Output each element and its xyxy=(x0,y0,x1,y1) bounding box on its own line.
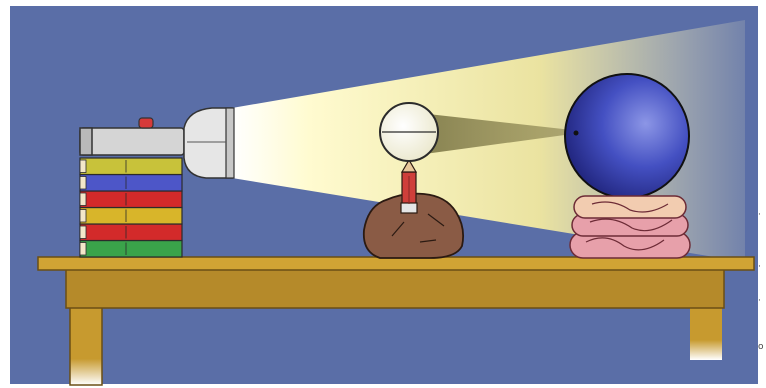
flashlight xyxy=(79,107,235,179)
book xyxy=(79,206,183,225)
book xyxy=(79,223,183,242)
edge-mark-1: · xyxy=(758,210,761,220)
moon-shadow-spot xyxy=(573,130,579,136)
cushion-stack xyxy=(569,195,691,259)
earth-ball xyxy=(564,73,690,199)
book-spine xyxy=(79,192,87,206)
flashlight-switch xyxy=(138,117,154,129)
book-spine xyxy=(79,176,87,190)
earth-model xyxy=(564,73,690,199)
flashlight-end-cap xyxy=(79,127,93,156)
table-top xyxy=(37,256,755,271)
cushion-top xyxy=(573,195,687,219)
book-spine xyxy=(79,209,87,223)
rock-crack-1 xyxy=(391,221,405,237)
book-spine xyxy=(79,242,87,256)
cushion-pattern-1 xyxy=(585,237,665,251)
moon-shadow-cone xyxy=(410,112,572,156)
book-stack xyxy=(79,157,183,258)
table xyxy=(37,256,755,386)
rock xyxy=(362,192,465,259)
book-spine xyxy=(79,225,87,239)
rock-crack-3 xyxy=(419,239,437,243)
book xyxy=(79,239,183,258)
moon-model xyxy=(379,102,439,162)
flashlight-head xyxy=(183,107,233,179)
book xyxy=(79,173,183,192)
book xyxy=(79,190,183,209)
pencil-eraser-band xyxy=(400,202,418,214)
cushion-pattern-2 xyxy=(589,218,673,232)
book xyxy=(79,157,183,176)
pencil xyxy=(400,158,418,214)
edge-mark-3: · xyxy=(758,296,761,306)
pencil-tip xyxy=(400,158,418,173)
flashlight-lens-ring xyxy=(225,107,235,179)
edge-mark-4: o xyxy=(758,342,764,352)
flashlight-body xyxy=(79,127,185,156)
cushion-pattern-3 xyxy=(591,201,669,213)
book-spine xyxy=(79,159,87,173)
table-apron xyxy=(65,267,725,309)
rock-crack-2 xyxy=(427,213,445,227)
edge-mark-2: · xyxy=(758,262,761,272)
